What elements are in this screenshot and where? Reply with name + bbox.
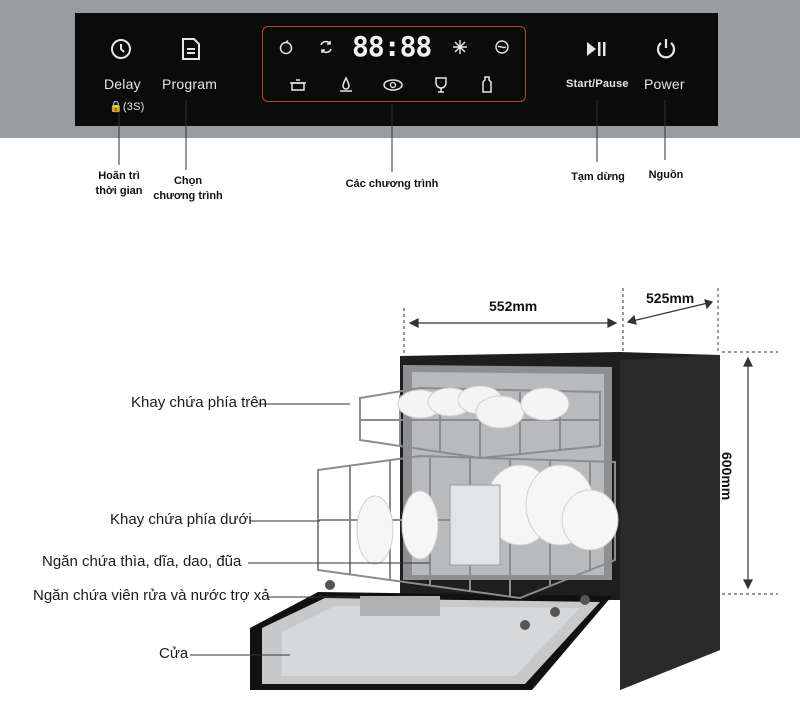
control-panel — [75, 13, 718, 126]
display-digits: 88:88 — [352, 30, 432, 63]
delay-lock-label: 🔒(3S) — [109, 101, 145, 113]
program-label: Program — [162, 76, 218, 92]
callout-pause: Tạm dừng — [571, 171, 625, 183]
dimension-depth: 525mm — [646, 290, 695, 306]
glass-icon — [435, 77, 447, 93]
callout-power: Nguồn — [648, 169, 684, 181]
drop-icon — [340, 76, 352, 92]
delay-label: Delay — [104, 76, 141, 92]
label-lower-rack: Khay chứa phía dưới — [110, 511, 252, 528]
play-pause-icon[interactable] — [585, 40, 607, 58]
start-pause-label: Start/Pause — [566, 78, 629, 90]
program-display — [262, 26, 526, 102]
label-detergent: Ngăn chứa viên rửa và nước trợ xả — [33, 587, 270, 604]
dimension-width: 552mm — [489, 298, 538, 314]
bowls-icon — [383, 79, 403, 91]
pot-icon — [290, 79, 306, 91]
dimension-height: 600mm — [719, 452, 735, 501]
clock-icon[interactable] — [109, 37, 133, 61]
wave-bowl-icon — [495, 40, 509, 54]
callout-programs: Các chương trình — [345, 178, 439, 190]
callout-delay: Hoãn trì thời gian — [95, 170, 143, 197]
power-label: Power — [644, 76, 685, 92]
snowflake-icon — [453, 40, 467, 54]
dishwasher-illustration — [250, 352, 720, 690]
label-cutlery: Ngăn chứa thìa, dĩa, dao, đũa — [42, 553, 242, 570]
recycle-icon — [320, 40, 332, 54]
label-upper-rack: Khay chứa phía trên — [131, 394, 267, 411]
apple-icon — [279, 39, 293, 55]
document-icon[interactable] — [180, 37, 202, 61]
power-icon[interactable] — [654, 37, 678, 61]
bottle-icon — [482, 76, 492, 93]
callout-program: Chọn chương trình — [153, 175, 223, 202]
label-door: Cửa — [159, 645, 189, 662]
